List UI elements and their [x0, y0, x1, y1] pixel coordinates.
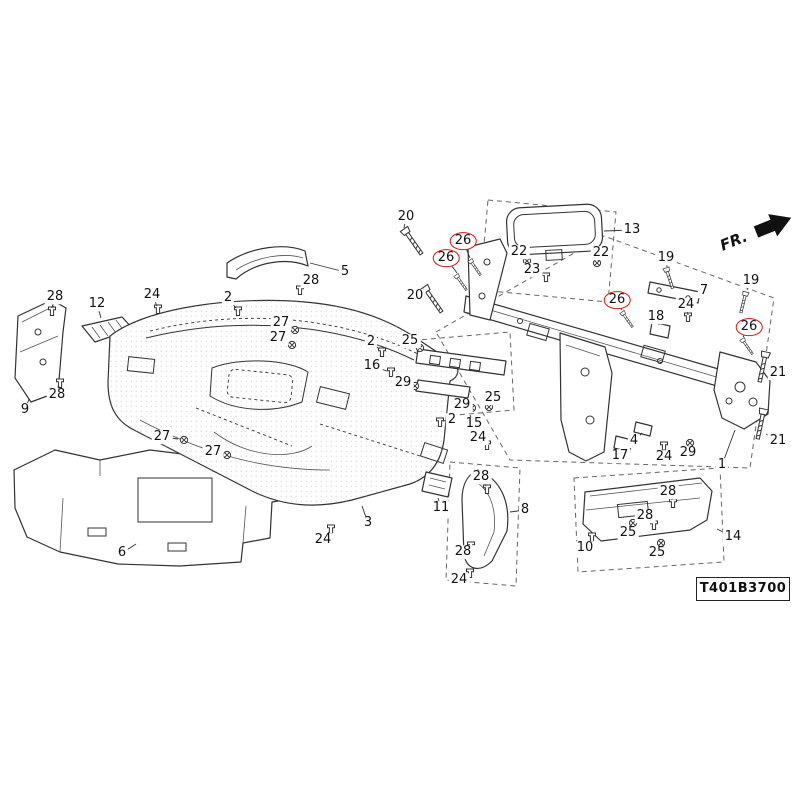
lower-cover-group-box	[573, 467, 725, 573]
callout-24[interactable]: 24	[467, 430, 489, 446]
callout-7[interactable]: 7	[697, 283, 711, 299]
callout-27[interactable]: 27	[267, 330, 289, 346]
callout-25[interactable]: 25	[646, 545, 668, 561]
callout-28[interactable]: 28	[634, 508, 656, 524]
fr-direction-indicator: FR.	[717, 214, 792, 255]
airbag-module-13	[505, 203, 604, 261]
callout-2[interactable]: 2	[221, 290, 235, 306]
bracket-strip-15	[415, 348, 507, 399]
callout-28[interactable]: 28	[300, 273, 322, 289]
diagram-code: T401B3700	[696, 577, 790, 601]
callout-6[interactable]: 6	[115, 545, 129, 561]
callout-29[interactable]: 29	[392, 375, 414, 391]
instrument-panel-3	[107, 299, 459, 506]
callout-29[interactable]: 29	[677, 445, 699, 461]
clip-24a	[154, 304, 162, 314]
callout-9[interactable]: 9	[18, 402, 32, 418]
callout-23[interactable]: 23	[521, 262, 543, 278]
bracket-18	[649, 321, 671, 339]
screw-27b	[287, 340, 297, 350]
callout-18[interactable]: 18	[645, 309, 667, 325]
callout-12[interactable]: 12	[86, 296, 108, 312]
callout-24[interactable]: 24	[448, 572, 470, 588]
screw-27d	[222, 450, 232, 460]
callout-28[interactable]: 28	[46, 387, 68, 403]
callout-28[interactable]: 28	[470, 469, 492, 485]
callout-21[interactable]: 21	[767, 433, 789, 449]
callout-19[interactable]: 19	[740, 273, 762, 289]
callout-8[interactable]: 8	[518, 502, 532, 518]
callout-1[interactable]: 1	[715, 457, 729, 473]
callout-25[interactable]: 25	[399, 333, 421, 349]
callout-13[interactable]: 13	[621, 222, 643, 238]
callout-25[interactable]: 25	[617, 525, 639, 541]
callout-4[interactable]: 4	[627, 433, 641, 449]
vent-piece-11	[421, 471, 453, 498]
clip-23	[542, 272, 550, 282]
bolt-26d	[739, 337, 756, 356]
callout-28[interactable]: 28	[452, 544, 474, 560]
callout-15[interactable]: 15	[463, 416, 485, 432]
screw-27c	[179, 435, 189, 445]
callout-27[interactable]: 27	[202, 444, 224, 460]
callout-26-highlighted[interactable]: 26	[603, 291, 631, 309]
bracket-7	[647, 281, 701, 304]
callout-20[interactable]: 20	[395, 209, 417, 225]
callout-24[interactable]: 24	[141, 287, 163, 303]
callout-25[interactable]: 25	[482, 390, 504, 406]
callout-22[interactable]: 22	[508, 244, 530, 260]
insulator-panel-6	[13, 449, 297, 567]
screw-27a	[290, 325, 300, 335]
fr-arrow-icon	[753, 214, 792, 238]
bolt-19b	[737, 290, 750, 314]
callout-28[interactable]: 28	[44, 289, 66, 305]
callout-20[interactable]: 20	[404, 288, 426, 304]
callout-17[interactable]: 17	[609, 448, 631, 464]
callout-3[interactable]: 3	[361, 515, 375, 531]
callout-10[interactable]: 10	[574, 540, 596, 556]
callout-14[interactable]: 14	[722, 529, 744, 545]
bracket-4	[633, 421, 653, 437]
fr-label: FR.	[717, 227, 750, 254]
bolt-26c	[619, 310, 636, 329]
callout-5[interactable]: 5	[338, 264, 352, 280]
callout-26-highlighted[interactable]: 26	[432, 249, 460, 267]
callout-26-highlighted[interactable]: 26	[449, 232, 477, 250]
callout-11[interactable]: 11	[430, 500, 452, 516]
callout-27[interactable]: 27	[151, 429, 173, 445]
bolt-20a	[399, 225, 426, 258]
callout-29[interactable]: 29	[451, 397, 473, 413]
side-panel-group-box	[445, 461, 521, 587]
callout-21[interactable]: 21	[767, 365, 789, 381]
callout-2[interactable]: 2	[445, 412, 459, 428]
column-cover-5	[226, 246, 309, 280]
callout-26-highlighted[interactable]: 26	[735, 318, 763, 336]
callout-16[interactable]: 16	[361, 358, 383, 374]
callout-24[interactable]: 24	[675, 297, 697, 313]
callout-27[interactable]: 27	[270, 315, 292, 331]
steering-hanger-beam-1	[463, 238, 771, 462]
callout-28[interactable]: 28	[657, 484, 679, 500]
callout-2[interactable]: 2	[364, 334, 378, 350]
bolt-26b	[453, 273, 470, 292]
callout-24[interactable]: 24	[312, 532, 334, 548]
callout-22[interactable]: 22	[590, 245, 612, 261]
callout-19[interactable]: 19	[655, 250, 677, 266]
callout-24[interactable]: 24	[653, 449, 675, 465]
screw-22a	[592, 258, 602, 268]
